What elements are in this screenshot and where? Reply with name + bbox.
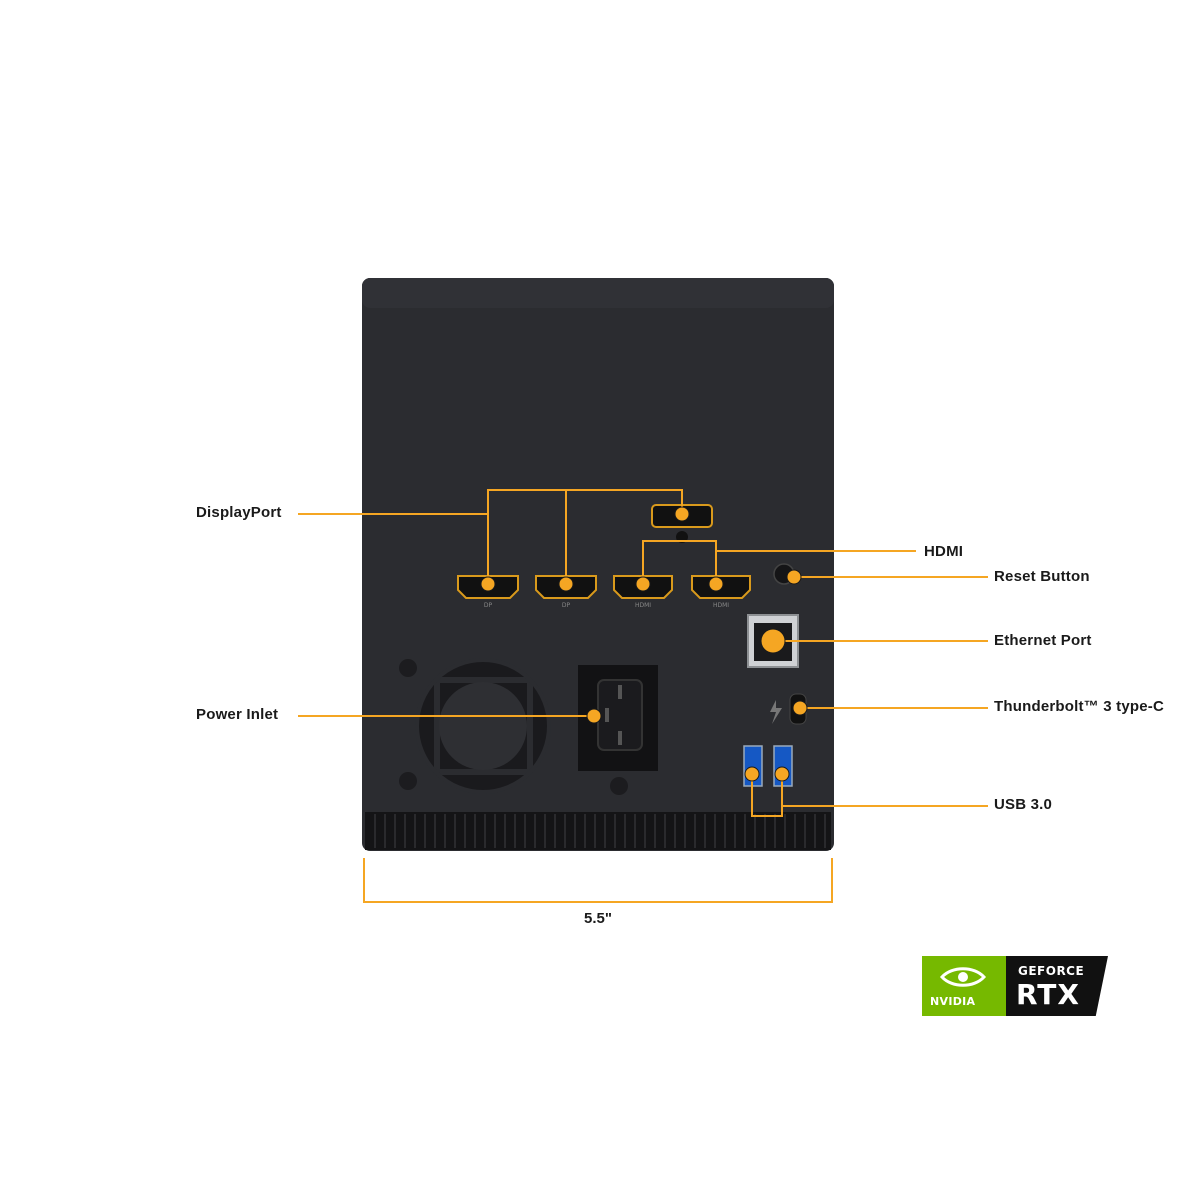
label-ethernet-port: Ethernet Port <box>994 632 1092 649</box>
leader-lines <box>298 489 988 903</box>
bottom-vent <box>365 812 831 850</box>
port-label-hdmi-2: HDMI <box>713 602 729 609</box>
label-thunderbolt: Thunderbolt™ 3 type-C <box>994 698 1165 715</box>
label-power-inlet: Power Inlet <box>196 706 279 723</box>
label-usb: USB 3.0 <box>994 796 1053 813</box>
port-label-dp-2: DP <box>562 602 571 609</box>
geforce-rtx-badge: NVIDIA GEFORCE RTX <box>922 956 1108 1016</box>
geforce-text: GEFORCE <box>1018 964 1085 978</box>
fan-grille <box>399 658 551 794</box>
callout-dots <box>480 506 808 782</box>
label-displayport: DisplayPort <box>196 504 282 521</box>
width-dimension: 5.5" <box>584 910 612 927</box>
port-label-hdmi-1: HDMI <box>635 602 651 609</box>
rtx-text: RTX <box>1016 978 1080 1011</box>
rtx-panel <box>1006 956 1108 1016</box>
port-label-dp-1: DP <box>484 602 493 609</box>
nvidia-eye-icon <box>939 967 987 987</box>
nvidia-wordmark: NVIDIA <box>930 995 976 1008</box>
label-hdmi: HDMI <box>924 543 964 560</box>
nvidia-logo-panel: NVIDIA <box>922 956 1006 1016</box>
label-reset-button: Reset Button <box>994 568 1090 585</box>
